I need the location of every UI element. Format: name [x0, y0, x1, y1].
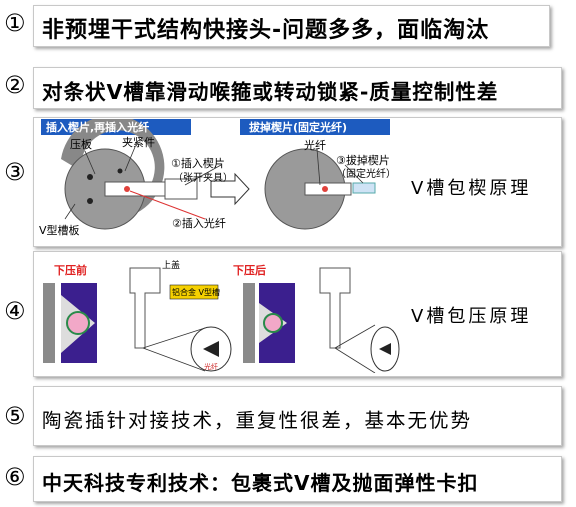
callout-jiajinjian: 夹紧件 [122, 136, 155, 149]
row-number-5: ⑤ [4, 402, 26, 430]
row-5-text: 陶瓷插针对接技术，重复性很差，基本无优势 [42, 409, 473, 432]
row-number-4: ④ [4, 297, 26, 325]
row-4-label: V槽包压原理 [411, 306, 532, 327]
before-fiber [66, 311, 90, 335]
row-2-box: 对条状V槽靠滑动喉箍或转动锁紧-质量控制性差 [33, 67, 562, 109]
after-fiber [263, 313, 283, 333]
label-before: 下压前 [54, 264, 87, 277]
label-alloy: 铝合金 V型槽 [172, 288, 221, 297]
callout-vboard: V型槽板 [39, 224, 80, 237]
after-press [319, 267, 351, 349]
process-arrow [210, 172, 250, 206]
callout-fiber: 光纤 [304, 139, 326, 152]
row-6-text: 中天科技专利技术：包裹式V槽及抛面弹性卡扣 [42, 471, 479, 495]
before-press [129, 267, 161, 349]
clamp-left-slot [104, 181, 166, 197]
row-number-6: ⑥ [4, 463, 26, 491]
row-number-2: ② [4, 71, 26, 99]
fiber-point-left [124, 186, 130, 192]
callout-insert-wedge-sub: （张开夹具） [173, 173, 233, 184]
after-block-left [243, 283, 255, 363]
banner-right-text: 拔掉楔片(固定光纤) [249, 121, 348, 134]
row-1-text: 非预埋干式结构快接头-问题多多，面临淘汰 [42, 18, 490, 43]
alloy-tag [169, 284, 219, 300]
callout-pull-wedge: ③拔掉楔片 [336, 154, 390, 167]
callout-insert-wedge: ①插入楔片 [171, 157, 225, 170]
fiber-point-right [322, 186, 328, 192]
row-4-box: 下压前 上盖 铝合金 V型槽 光纤 下压后 V槽包压原理 [33, 251, 562, 377]
press-diagram [43, 267, 400, 373]
before-block-left [43, 283, 55, 363]
label-fiber: 光纤 [204, 363, 218, 371]
row-1-box: 非预埋干式结构快接头-问题多多，面临淘汰 [33, 5, 550, 47]
clamp-left [61, 119, 165, 219]
row-3-box: 插入楔片,再插入光纤 拔掉楔片(固定光纤) 压板 夹紧件 ①插入楔片 （张开夹具… [33, 117, 562, 247]
callout-insert-fiber: ②插入光纤 [172, 217, 226, 230]
banner-left-text: 插入楔片,再插入光纤 [46, 121, 150, 134]
label-top-cover: 上盖 [162, 261, 181, 271]
label-after: 下压后 [233, 264, 266, 277]
row-number-1: ① [4, 9, 26, 37]
fiber-tip [352, 182, 376, 194]
wedge [164, 178, 198, 200]
wedge-diagram [41, 119, 390, 230]
callout-pull-wedge-sub: （固定光纤） [336, 169, 396, 180]
row-3-label: V槽包楔原理 [411, 178, 532, 199]
row-6-box: 中天科技专利技术：包裹式V槽及抛面弹性卡扣 [33, 456, 562, 502]
row-2-text: 对条状V槽靠滑动喉箍或转动锁紧-质量控制性差 [42, 80, 499, 104]
banner-right [240, 119, 390, 135]
row-5-box: 陶瓷插针对接技术，重复性很差，基本无优势 [33, 386, 562, 446]
callout-yaban: 压板 [70, 138, 92, 151]
row-number-3: ③ [4, 158, 26, 186]
